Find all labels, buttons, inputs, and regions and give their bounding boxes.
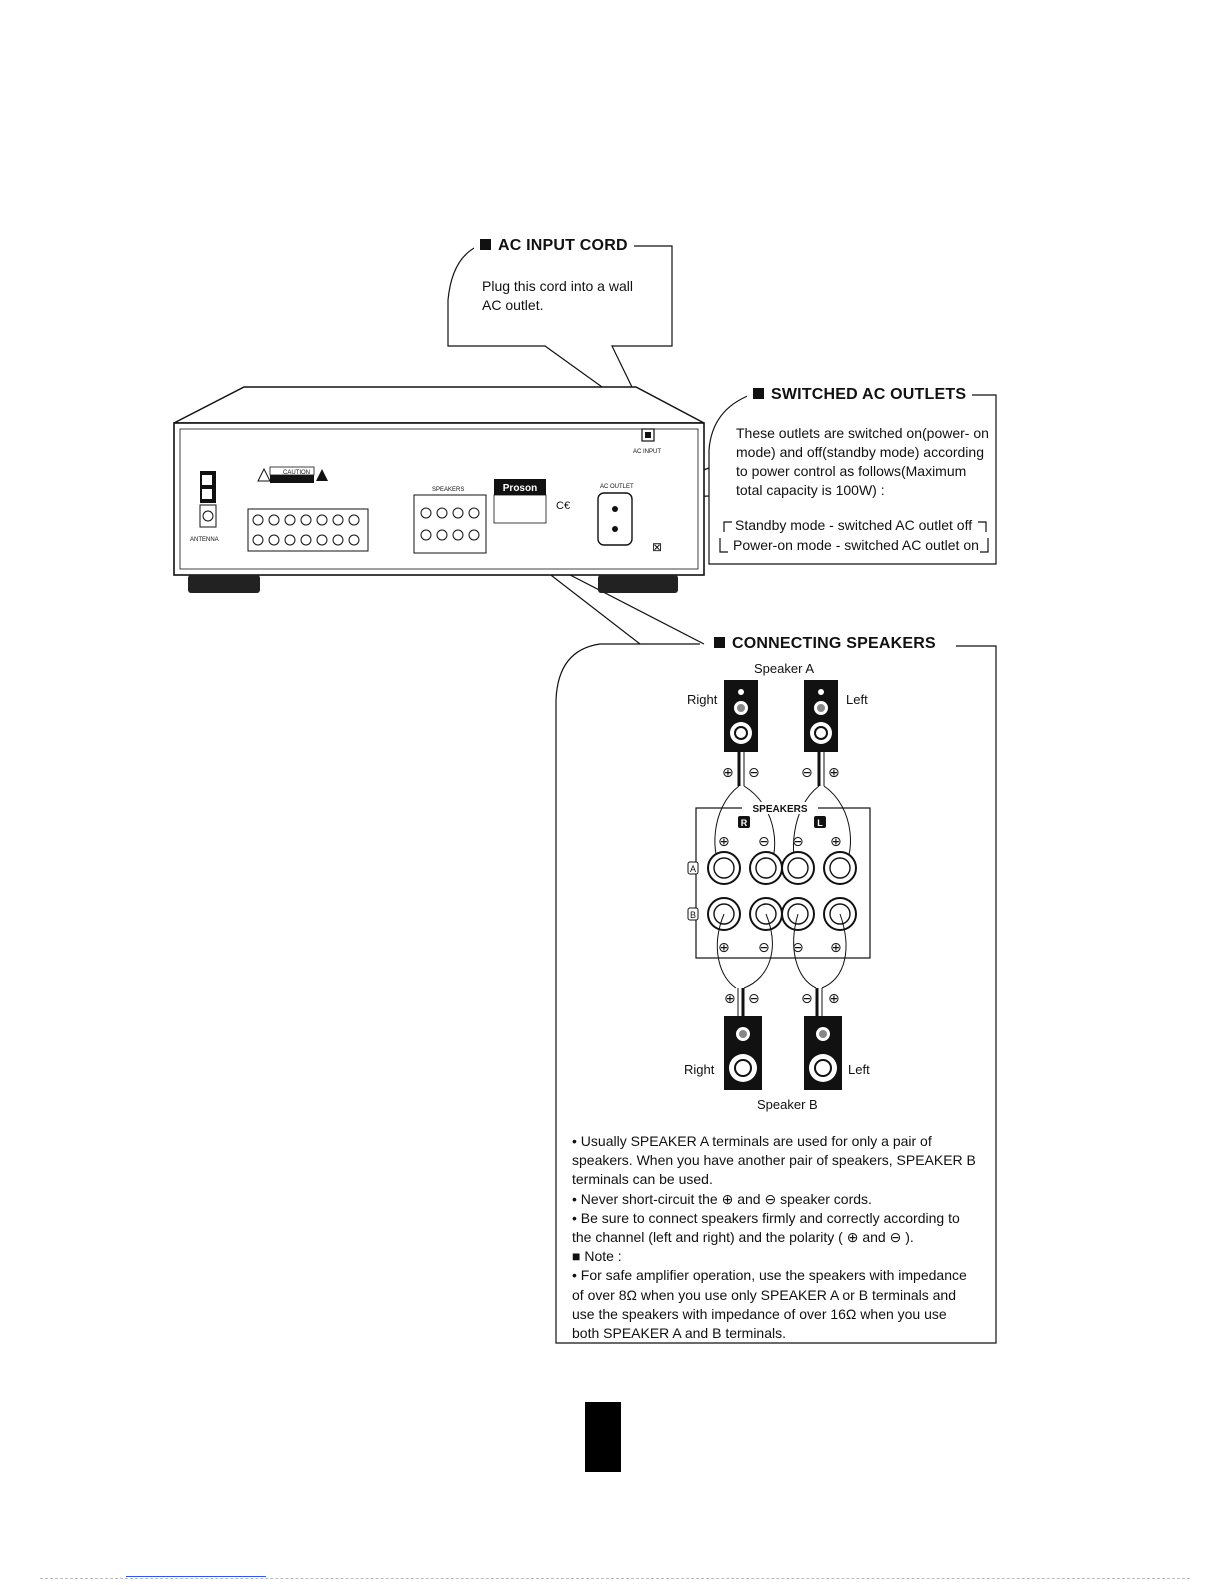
svg-text:⊕: ⊕ — [828, 991, 840, 1007]
device-antenna-label: ANTENNA — [190, 537, 219, 543]
svg-text:⊖: ⊖ — [748, 765, 760, 781]
receiver-rear-panel: Proson C€ ⊠ ANTENNA CAUTION AC INPUT AC … — [173, 386, 705, 593]
speaker-notes: • Usually SPEAKER A terminals are used f… — [572, 1132, 992, 1343]
svg-text:⊕: ⊕ — [718, 940, 730, 956]
square-bullet-icon — [480, 239, 491, 250]
standby-mode-text: Standby mode - switched AC outlet off — [735, 517, 973, 533]
ac-input-title: AC INPUT CORD — [474, 237, 634, 255]
svg-text:⊖: ⊖ — [801, 765, 813, 781]
svg-text:⊖: ⊖ — [801, 991, 813, 1007]
switched-outlets-line-3: to power control as follows(Maximum — [736, 463, 967, 479]
note-line: ■ Note : — [572, 1248, 622, 1265]
note-line: • For safe amplifier operation, use the … — [572, 1267, 967, 1284]
speaker-a-left-label: Left — [846, 692, 868, 707]
footer-divider — [40, 1578, 1190, 1579]
svg-text:⊕: ⊕ — [718, 834, 730, 850]
note-line: speakers. When you have another pair of … — [572, 1152, 976, 1169]
connecting-speakers-title: CONNECTING SPEAKERS — [708, 635, 942, 653]
note-line: • Usually SPEAKER A terminals are used f… — [572, 1133, 932, 1149]
switched-outlets-line-1: These outlets are switched on(power- on — [736, 425, 989, 441]
svg-text:⊠: ⊠ — [652, 540, 662, 554]
svg-text:⊕: ⊕ — [830, 940, 842, 956]
speakers-panel-label: SPEAKERS — [752, 804, 807, 815]
left-channel-badge: L — [817, 818, 823, 828]
svg-text:⊖: ⊖ — [748, 991, 760, 1007]
device-ac-outlet-label: AC OUTLET — [600, 484, 634, 490]
speaker-b-label: Speaker B — [757, 1097, 818, 1112]
mode-brackets — [719, 521, 989, 553]
row-a-label: A — [690, 864, 696, 874]
ac-input-line-1: Plug this cord into a wall — [482, 278, 633, 294]
ac-input-title-text: AC INPUT CORD — [498, 237, 628, 254]
speaker-b-left — [804, 1016, 842, 1090]
svg-text:⊕: ⊕ — [830, 834, 842, 850]
speaker-wiring-diagram: ⊕ ⊖ ⊖ ⊕ SPEAKERS R L ⊕ ⊖ ⊖ ⊕ ⊕ ⊖ ⊖ ⊕ A B ⊕ ⊖ ⊖ ⊕ — [687, 680, 871, 1090]
svg-text:⊕: ⊕ — [722, 765, 734, 781]
ac-input-description: Plug this cord into a wall AC outlet. — [482, 277, 633, 315]
note-line: terminals can be used. — [572, 1171, 713, 1188]
speaker-b-left-label: Left — [848, 1062, 870, 1077]
right-channel-badge: R — [741, 818, 748, 828]
row-b-label: B — [690, 910, 696, 920]
switched-outlets-title: SWITCHED AC OUTLETS — [747, 386, 973, 404]
svg-text:⊕: ⊕ — [724, 991, 736, 1007]
device-ac-input-label: AC INPUT — [633, 449, 661, 455]
device-caution-label: CAUTION — [283, 470, 310, 476]
svg-text:⊕: ⊕ — [828, 765, 840, 781]
connecting-speakers-title-text: CONNECTING SPEAKERS — [732, 635, 936, 652]
device-speakers-label: SPEAKERS — [432, 487, 464, 493]
note-line: both SPEAKER A and B terminals. — [572, 1325, 787, 1342]
square-bullet-icon — [753, 388, 764, 399]
switched-outlets-title-text: SWITCHED AC OUTLETS — [771, 386, 967, 403]
speaker-b-right-label: Right — [684, 1062, 715, 1077]
speaker-a-right-label: Right — [687, 692, 718, 707]
switched-outlets-line-2: mode) and off(standby mode) according — [736, 444, 984, 460]
speaker-a-label: Speaker A — [754, 661, 814, 676]
svg-text:⊖: ⊖ — [792, 940, 804, 956]
device-brand: Proson — [503, 483, 537, 494]
square-bullet-icon — [714, 637, 725, 648]
svg-text:C€: C€ — [556, 500, 570, 512]
svg-text:⊖: ⊖ — [758, 834, 770, 850]
speaker-a-left — [804, 680, 838, 752]
note-line: • Be sure to connect speakers firmly and… — [572, 1209, 960, 1226]
svg-text:⊖: ⊖ — [758, 940, 770, 956]
speaker-b-right — [724, 1016, 762, 1090]
page-number-block — [585, 1402, 621, 1472]
switched-outlets-line-4: total capacity is 100W) : — [736, 482, 885, 498]
switched-outlets-description: These outlets are switched on(power- on … — [736, 424, 989, 500]
note-line: • Never short-circuit the ⊕ and ⊖ speake… — [572, 1190, 872, 1207]
speaker-a-right — [724, 680, 758, 752]
footer-link-underline[interactable] — [126, 1576, 266, 1577]
note-line: of over 8Ω when you use only SPEAKER A o… — [572, 1286, 957, 1303]
ac-input-line-2: AC outlet. — [482, 297, 544, 313]
note-line: use the speakers with impedance of over … — [572, 1305, 947, 1322]
svg-text:⊖: ⊖ — [792, 834, 804, 850]
note-line: the channel (left and right) and the pol… — [572, 1229, 914, 1246]
power-on-mode-text: Power-on mode - switched AC outlet on — [733, 537, 979, 553]
